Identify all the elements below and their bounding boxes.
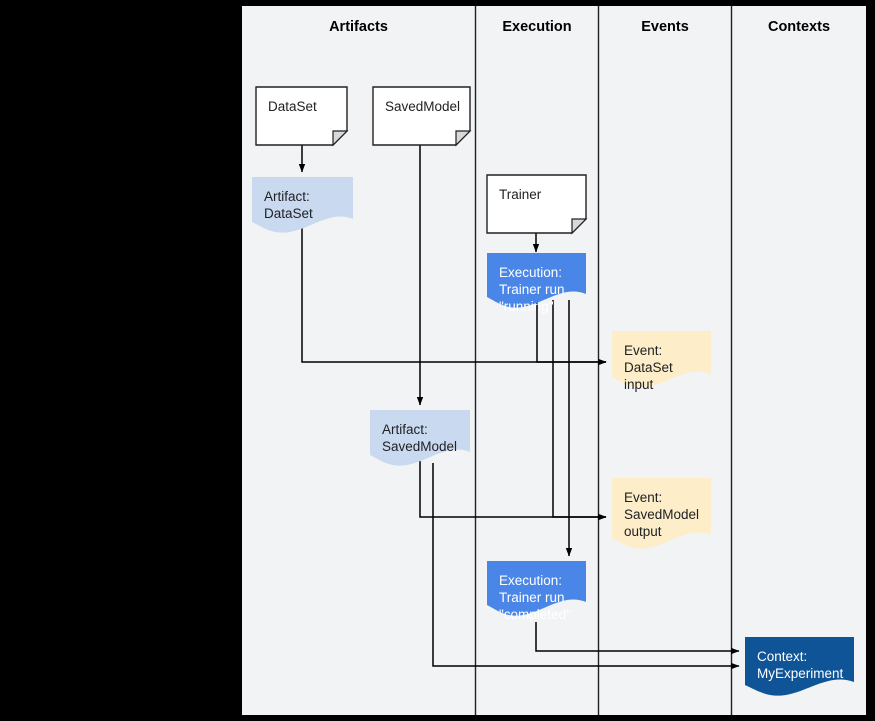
node-context-myexperiment-label: Context: MyExperiment <box>757 649 844 681</box>
node-event-dataset-input[interactable]: Event: DataSet input <box>612 331 711 392</box>
node-dataset[interactable]: DataSet <box>256 87 347 145</box>
node-artifact-savedmodel[interactable]: Artifact: SavedModel <box>370 410 470 465</box>
node-trainer-label: Trainer <box>499 187 542 202</box>
column-header-artifacts: Artifacts <box>329 19 388 35</box>
node-context-myexperiment[interactable]: Context: MyExperiment <box>745 637 854 695</box>
node-artifact-savedmodel-label: Artifact: SavedModel <box>382 422 458 454</box>
node-execution-completed-label: Execution: Trainer run "completed" <box>499 573 571 622</box>
node-execution-completed[interactable]: Execution: Trainer run "completed" <box>487 561 586 622</box>
node-savedmodel-label: SavedModel <box>385 99 461 114</box>
node-execution-running[interactable]: Execution: Trainer run "running" <box>487 253 586 314</box>
node-savedmodel[interactable]: SavedModel <box>373 87 470 145</box>
node-artifact-dataset[interactable]: Artifact: DataSet <box>252 177 353 232</box>
column-header-events: Events <box>641 19 689 35</box>
node-execution-running-label: Execution: Trainer run "running" <box>499 265 565 314</box>
node-event-savedmodel-output-label: Event: SavedModel output <box>624 490 700 539</box>
column-header-contexts: Contexts <box>767 19 831 35</box>
node-event-savedmodel-output[interactable]: Event: SavedModel output <box>612 478 711 548</box>
node-dataset-label: DataSet <box>268 99 317 114</box>
column-header-execution: Execution <box>502 19 572 35</box>
node-trainer[interactable]: Trainer <box>487 175 586 233</box>
node-event-dataset-input-label: Event: DataSet input <box>624 343 673 392</box>
node-artifact-dataset-label: Artifact: DataSet <box>264 189 313 221</box>
